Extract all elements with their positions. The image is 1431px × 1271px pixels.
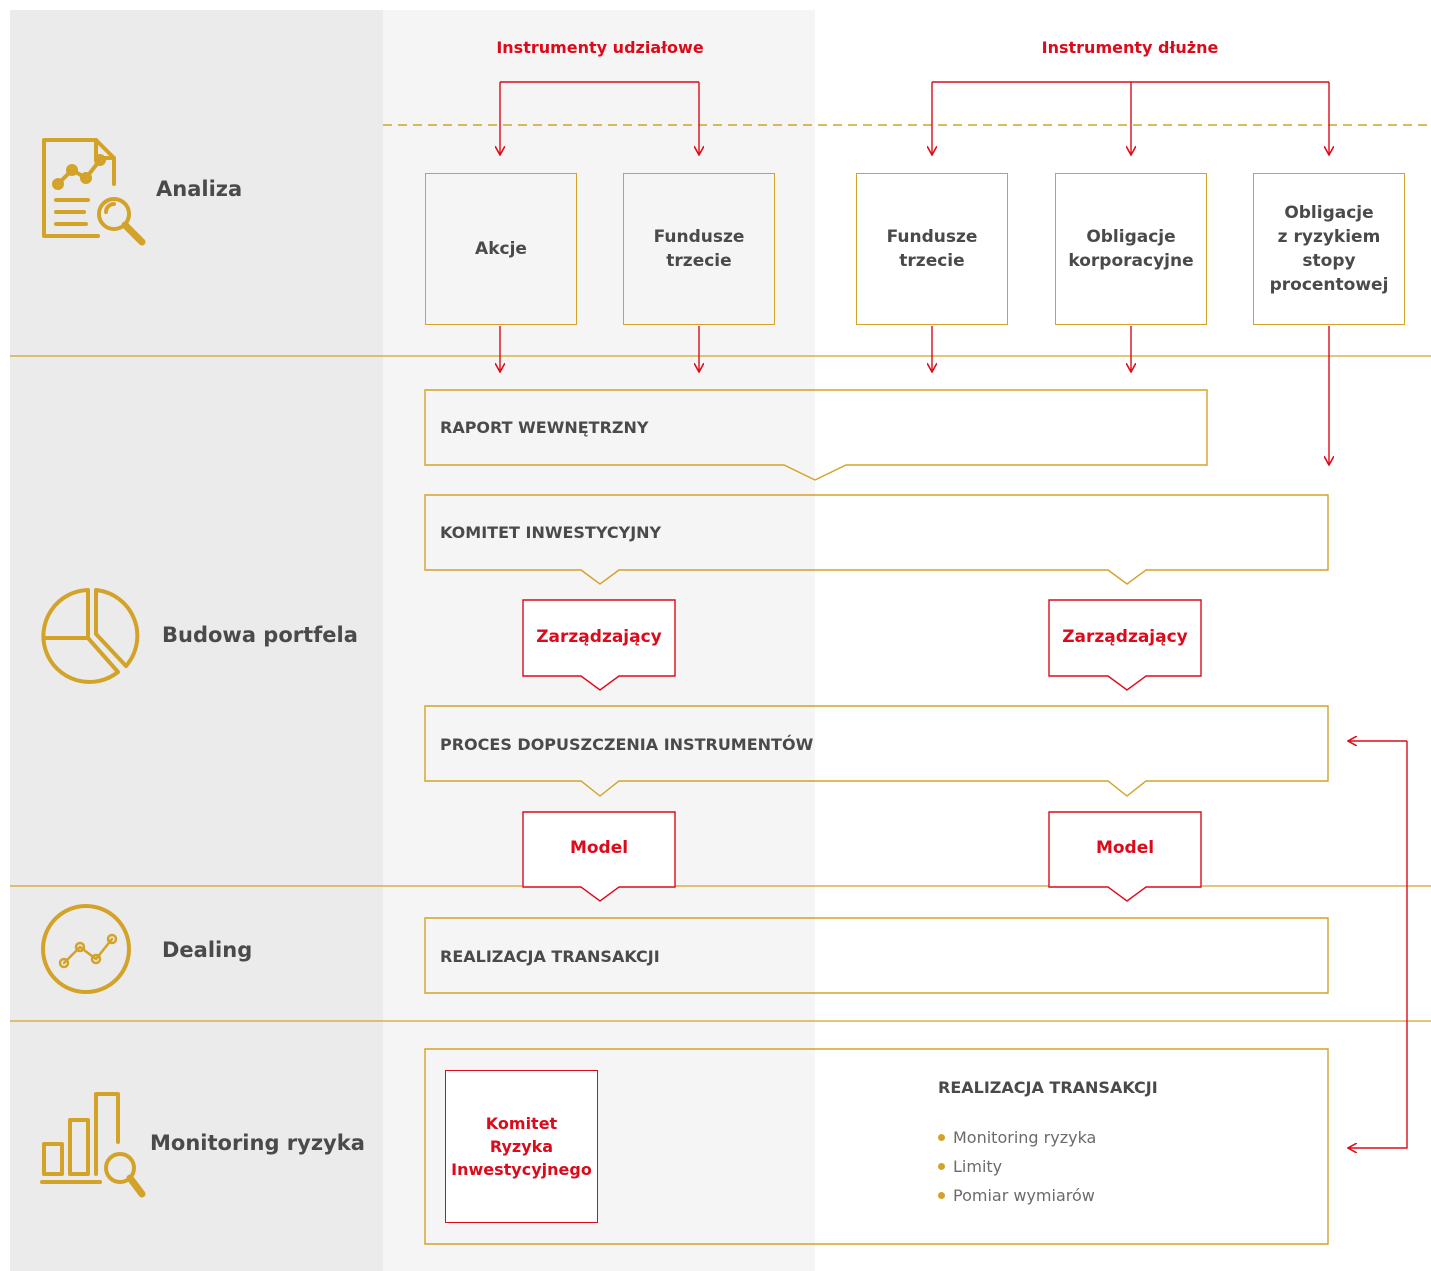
manager-label-equity: Zarządzający	[536, 627, 662, 647]
stage-column-background	[10, 10, 383, 1271]
risk-committee-box: Komitet Ryzyka Inwestycyjnego	[445, 1070, 598, 1223]
execution-label: REALIZACJA TRANSAKCJI	[440, 947, 660, 966]
feedback-loop-arrows	[1348, 741, 1408, 1148]
risk-committee-label: Komitet Ryzyka Inwestycyjnego	[451, 1114, 592, 1179]
instrument-label: Obligacje korporacyjne	[1068, 227, 1194, 271]
investment-committee-label: KOMITET INWESTYCYJNY	[440, 523, 662, 542]
stage-label-risk-monitoring: Monitoring ryzyka	[150, 1131, 365, 1155]
monitoring-band	[424, 1048, 1329, 1245]
group-title-debt: Instrumenty dłużne	[1041, 38, 1219, 57]
instrument-output-arrows	[500, 326, 1329, 465]
group-title-equity: Instrumenty udziałowe	[496, 38, 704, 57]
manager-label-debt: Zarządzający	[1062, 627, 1188, 647]
trend-line-circle-icon	[41, 904, 131, 994]
manager-callout-debt	[1048, 599, 1202, 691]
bullet-dot	[938, 1192, 945, 1199]
execution-band	[424, 917, 1329, 994]
list-item: Limity	[938, 1152, 1096, 1181]
instrument-box-corporate-bonds: Obligacje korporacyjne	[1055, 173, 1207, 325]
stage-label-dealing: Dealing	[162, 938, 253, 962]
debt-bracket-arrows	[932, 81, 1329, 155]
bar-chart-search-icon	[40, 1092, 146, 1198]
model-label-debt: Model	[1095, 838, 1155, 858]
admission-process-band	[424, 705, 1329, 797]
document-chart-search-icon	[42, 138, 146, 246]
model-callout-equity	[522, 811, 676, 902]
bullet-dot	[938, 1163, 945, 1170]
monitoring-title: REALIZACJA TRANSAKCJI	[938, 1078, 1158, 1097]
instrument-box-interest-rate-bonds: Obligacje z ryzykiem stopy procentowej	[1253, 173, 1405, 325]
list-item: Monitoring ryzyka	[938, 1123, 1096, 1152]
model-label-equity: Model	[569, 838, 629, 858]
bullet-dot	[938, 1134, 945, 1141]
pie-chart-icon	[41, 588, 140, 684]
stage-label-portfolio-construction: Budowa portfela	[162, 623, 358, 647]
instrument-label: Fundusze trzecie	[886, 227, 978, 271]
manager-callout-equity	[522, 599, 676, 691]
instrument-box-third-party-funds-debt: Fundusze trzecie	[856, 173, 1008, 325]
equity-bracket-arrows	[500, 81, 699, 155]
instrument-label: Fundusze trzecie	[653, 227, 745, 271]
instrument-label: Akcje	[475, 239, 527, 259]
instrument-label: Obligacje z ryzykiem stopy procentowej	[1269, 203, 1389, 295]
stage-label-analysis: Analiza	[156, 177, 243, 201]
admission-process-label: PROCES DOPUSZCZENIA INSTRUMENTÓW	[440, 735, 814, 754]
instrument-box-third-party-funds-equity: Fundusze trzecie	[623, 173, 775, 325]
internal-report-label: RAPORT WEWNĘTRZNY	[440, 418, 649, 437]
monitoring-list: Monitoring ryzyka Limity Pomiar wymiarów	[938, 1123, 1096, 1210]
model-callout-debt	[1048, 811, 1202, 902]
list-item: Pomiar wymiarów	[938, 1181, 1096, 1210]
instrument-box-equities: Akcje	[425, 173, 577, 325]
internal-report-band	[424, 389, 1208, 481]
investment-committee-band	[424, 494, 1329, 585]
